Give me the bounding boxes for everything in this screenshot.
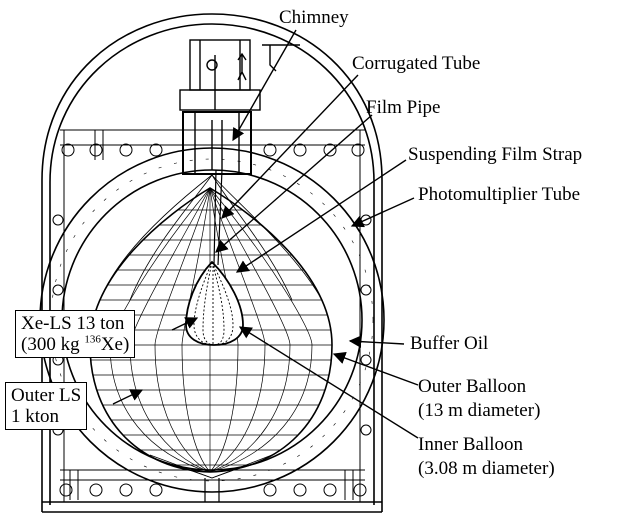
chimney-label: Chimney: [279, 7, 349, 28]
outer-ls-line1: Outer LS: [11, 385, 82, 406]
outer-balloon-diameter-label: (13 m diameter): [418, 400, 541, 421]
xe-ls-line2-suffix: Xe): [100, 334, 130, 355]
buffer-oil-label: Buffer Oil: [410, 333, 489, 354]
outer-balloon-label: Outer Balloon: [418, 376, 527, 397]
film-pipe-arrow: [215, 114, 373, 253]
xe-ls-line2: (300 kg 136Xe): [21, 334, 129, 355]
film-pipe-label: Film Pipe: [366, 97, 441, 118]
xe-ls-box: Xe-LS 13 ton (300 kg 136Xe): [15, 310, 136, 358]
xe-ls-line1: Xe-LS 13 ton: [21, 313, 125, 334]
xe-ls-arrow: [171, 317, 199, 331]
outer-balloon-arrow: [332, 352, 419, 386]
inner-balloon-label: Inner Balloon: [418, 434, 524, 455]
suspending-film-strap-label: Suspending Film Strap: [408, 144, 583, 165]
pmt-arrow: [350, 197, 415, 228]
leader-arrows: [112, 29, 419, 439]
inner-balloon-diameter-label: (3.08 m diameter): [418, 458, 555, 479]
inner-balloon: [185, 260, 244, 346]
chimney-structure: [179, 39, 300, 175]
xe-isotope-mass: 136: [84, 333, 101, 346]
outer-ls-box: Outer LS 1 kton: [5, 382, 88, 430]
buffer-oil-arrow: [348, 335, 405, 348]
chimney-arrow: [232, 29, 297, 142]
outer-ls-arrow: [112, 389, 144, 405]
corrugated-tube-arrow: [221, 74, 359, 219]
outer-ls-line2: 1 kton: [11, 406, 60, 427]
wall-pmts: [52, 143, 372, 497]
xe-ls-line2-prefix: (300 kg: [21, 334, 85, 355]
photomultiplier-tube-label: Photomultiplier Tube: [418, 184, 581, 205]
film-strap-arrow: [235, 159, 407, 273]
corrugated-tube-label: Corrugated Tube: [352, 53, 481, 74]
inner-balloon-arrow: [238, 326, 419, 439]
